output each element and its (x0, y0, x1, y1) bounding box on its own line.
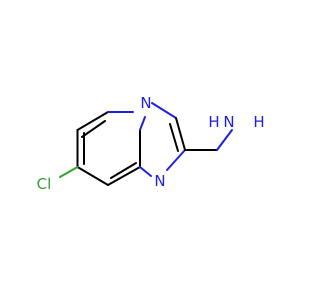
atom-n-ring: N (154, 172, 165, 190)
atom-nh2-n: N (223, 113, 234, 131)
bond-c2-n-ring (166, 149, 186, 171)
bond-c3-c2 (175, 117, 186, 151)
bond-c5-c-top (76, 111, 109, 131)
atom-nh2-h: H (253, 113, 264, 131)
bond-c8a-n-bridge-double (139, 116, 146, 131)
bond-n-ring-c8a (139, 166, 152, 177)
bond-c6-c7 (76, 166, 109, 186)
bond-n-bridge-c3 (151, 102, 177, 119)
bond-c3-c2-double (169, 123, 179, 152)
atom-cl: Cl (37, 175, 52, 193)
atom-nh2-h2: H (208, 113, 219, 131)
bond-c5-c-top-double (81, 120, 106, 138)
bond-c7-c8-double (110, 162, 137, 179)
molecule-diagram: N N N H H Cl (37, 94, 265, 193)
structure-canvas: N N N H H Cl (37, 94, 265, 193)
atom-n-bridge: N (140, 94, 151, 112)
bond-ch2-nh2 (216, 129, 233, 151)
bond-c7-c8 (107, 166, 141, 186)
bond-c7-cl (59, 166, 79, 178)
